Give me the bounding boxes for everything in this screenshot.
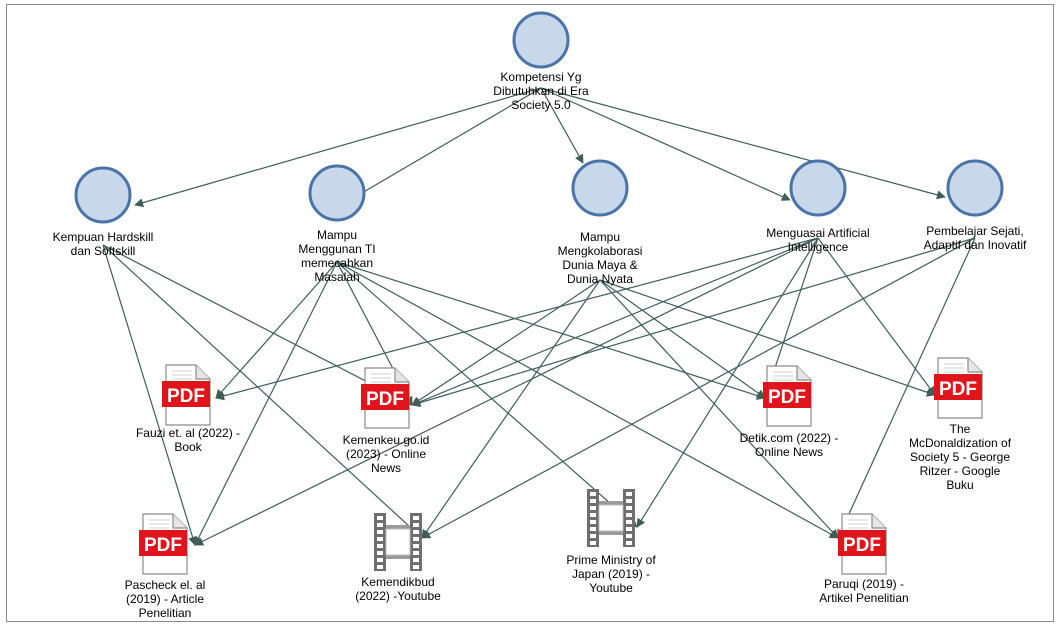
circle-node-icon <box>512 11 570 69</box>
circle-node-icon <box>308 164 366 222</box>
edge-ti-to-paruqi <box>336 261 839 539</box>
circle-node-icon <box>946 159 1004 217</box>
node-ai[interactable] <box>789 159 847 217</box>
pdf-icon: PDF <box>139 513 188 575</box>
edge-root-to-sejati <box>540 87 946 200</box>
node-fauzi[interactable]: PDF <box>162 364 211 426</box>
node-mcd[interactable]: PDF <box>934 357 983 419</box>
edge-ai-to-prime <box>636 237 819 528</box>
edge-ti-to-pascheck <box>194 261 338 546</box>
node-label-mcd: The McDonaldization of Society 5 - Georg… <box>908 422 1012 492</box>
edge-sejati-to-kemenkeu <box>411 237 976 408</box>
node-label-pascheck: Pascheck el. al (2019) - Article Penelit… <box>124 578 206 620</box>
edge-hard-to-kemenkeu <box>102 244 413 406</box>
node-label-detik: Detik.com (2022) - Online News <box>739 431 839 459</box>
edges-layer <box>102 87 976 546</box>
circle-node-icon <box>74 166 132 224</box>
node-kemenkeu[interactable]: PDF <box>361 367 410 429</box>
pdf-badge-text: PDF <box>768 387 806 408</box>
node-label-fauzi: Fauzi et. al (2022) - Book <box>135 426 241 454</box>
node-label-paruqi: Paruqi (2019) - Artikel Penelitian <box>819 577 909 605</box>
film-icon <box>587 489 635 547</box>
edge-kolab-to-paruqi <box>599 279 839 539</box>
circle-node-icon <box>571 159 629 217</box>
edge-root-to-ai <box>540 87 791 201</box>
circle-node-icon <box>789 159 847 217</box>
pdf-badge-text: PDF <box>939 379 977 400</box>
edge-hard-to-kemendik <box>102 244 423 539</box>
node-hard[interactable] <box>74 166 132 224</box>
edge-kolab-to-kemendik <box>421 279 601 539</box>
edge-sejati-to-kemendik <box>421 237 976 539</box>
nodes-layer: PDF PDF PDF PDF PDF PDF <box>74 11 1004 575</box>
node-paruqi[interactable]: PDF <box>838 513 887 575</box>
node-label-ai: Menguasai Artificial Intelligence <box>766 226 870 254</box>
node-detik[interactable]: PDF <box>763 365 812 427</box>
pdf-icon: PDF <box>763 365 812 427</box>
pdf-badge-text: PDF <box>167 386 205 407</box>
node-label-prime: Prime Ministry of Japan (2019) - Youtube <box>566 553 656 595</box>
pdf-icon: PDF <box>162 364 211 426</box>
edge-ai-to-fauzi <box>215 237 819 401</box>
edge-ai-to-mcd <box>817 237 936 396</box>
edge-hard-to-pascheck <box>102 244 197 546</box>
edge-root-to-ti <box>349 87 542 201</box>
edge-kolab-to-detik <box>599 279 766 399</box>
edge-root-to-hard <box>134 87 542 208</box>
node-root[interactable] <box>512 11 570 69</box>
node-kemendik[interactable] <box>374 513 422 571</box>
edge-ai-to-kemenkeu <box>411 237 819 407</box>
edge-root-to-kolab <box>540 87 584 164</box>
pdf-icon: PDF <box>934 357 983 419</box>
pdf-badge-text: PDF <box>366 389 404 410</box>
node-sejati[interactable] <box>946 159 1004 217</box>
edge-ti-to-prime <box>336 261 638 528</box>
node-label-kemenkeu: Kemenkeu.go.id (2023) - Online News <box>342 433 430 475</box>
edge-kolab-to-kemenkeu <box>411 279 601 406</box>
edge-ti-to-fauzi <box>215 261 338 399</box>
pdf-badge-text: PDF <box>843 535 881 556</box>
film-icon <box>374 513 422 571</box>
node-label-ti: Mampu Menggunan TI memecahkan Masalah <box>298 228 376 284</box>
node-pascheck[interactable]: PDF <box>139 513 188 575</box>
node-label-hard: Kempuan Hardskill dan Softskill <box>52 230 154 258</box>
node-label-kolab: Mampu Mengkolaborasi Dunia Maya & Dunia … <box>557 230 643 286</box>
node-prime[interactable] <box>587 489 635 547</box>
edge-kolab-to-mcd <box>599 279 936 397</box>
node-kolab[interactable] <box>571 159 629 217</box>
pdf-icon: PDF <box>361 367 410 429</box>
edge-sejati-to-paruqi <box>837 237 976 539</box>
node-label-root: Kompetensi Yg Dibutuhkan di Era Society … <box>493 70 589 112</box>
pdf-badge-text: PDF <box>144 535 182 556</box>
node-ti[interactable] <box>308 164 366 222</box>
node-label-kemendik: Kemendikbud (2022) -Youtube <box>355 575 441 603</box>
node-label-sejati: Pembelajar Sejati, Adaptif dan Inovatif <box>923 224 1027 252</box>
edge-ai-to-pascheck <box>194 237 819 546</box>
pdf-icon: PDF <box>838 513 887 575</box>
edge-ti-to-detik <box>336 261 766 400</box>
